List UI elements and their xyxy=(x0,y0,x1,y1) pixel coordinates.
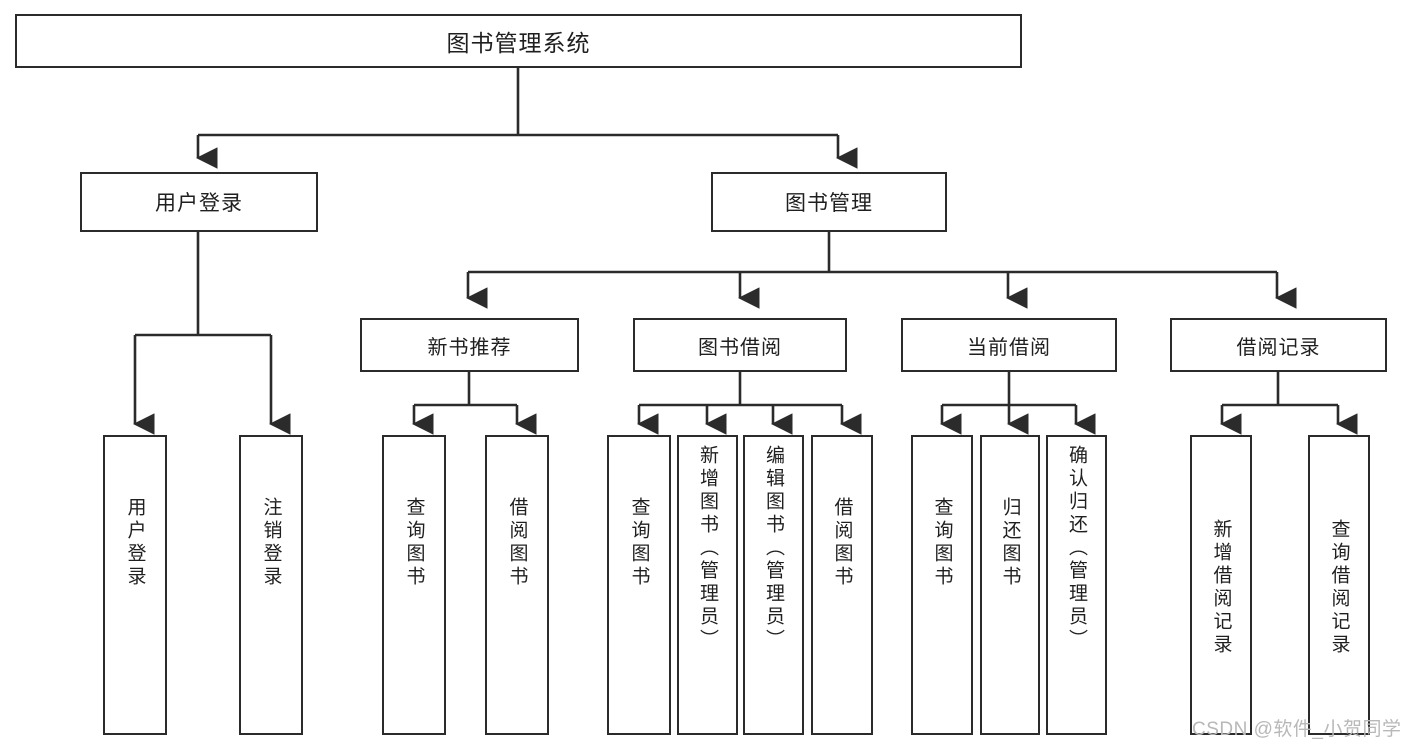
leaf-query-book-1-label: 查询图书 xyxy=(403,497,425,589)
node-borrow-record-label: 借阅记录 xyxy=(1236,336,1321,359)
leaf-user-login-label: 用户登录 xyxy=(124,497,146,589)
leaf-query-book-3-label: 查询图书 xyxy=(931,497,953,589)
leaf-user-login[interactable]: 用户登录 xyxy=(103,435,167,735)
leaf-query-book-2-label: 查询图书 xyxy=(628,497,650,589)
leaf-borrow-book-2[interactable]: 借阅图书 xyxy=(811,435,873,735)
node-book-borrow-label: 图书借阅 xyxy=(698,336,782,359)
node-root-label: 图书管理系统 xyxy=(446,30,591,56)
node-book-manage[interactable]: 图书管理 xyxy=(711,172,947,232)
node-new-book-rec[interactable]: 新书推荐 xyxy=(360,318,579,372)
leaf-return-book[interactable]: 归还图书 xyxy=(980,435,1040,735)
leaf-add-record-label: 新增借阅记录 xyxy=(1210,519,1232,657)
leaf-borrow-book-2-label: 借阅图书 xyxy=(831,497,853,589)
leaf-logout-label: 注销登录 xyxy=(260,497,282,589)
leaf-query-book-3[interactable]: 查询图书 xyxy=(911,435,973,735)
node-new-book-rec-label: 新书推荐 xyxy=(427,336,512,359)
leaf-return-book-label: 归还图书 xyxy=(999,497,1021,589)
leaf-logout[interactable]: 注销登录 xyxy=(239,435,303,735)
leaf-add-book[interactable]: 新增图书（管理员） xyxy=(677,435,738,735)
leaf-query-record[interactable]: 查询借阅记录 xyxy=(1308,435,1370,735)
node-book-manage-label: 图书管理 xyxy=(785,192,873,215)
leaf-add-book-label: 新增图书（管理员） xyxy=(697,445,718,652)
node-root[interactable]: 图书管理系统 xyxy=(15,14,1022,68)
node-current-borrow-label: 当前借阅 xyxy=(967,336,1051,359)
leaf-edit-book-label: 编辑图书（管理员） xyxy=(763,445,784,652)
node-current-borrow[interactable]: 当前借阅 xyxy=(901,318,1117,372)
leaf-query-record-label: 查询借阅记录 xyxy=(1328,519,1350,657)
leaf-confirm-return-label: 确认归还（管理员） xyxy=(1066,445,1087,652)
leaf-borrow-book-1-label: 借阅图书 xyxy=(506,497,528,589)
csdn-watermark: CSDN @软件_小贺同学 xyxy=(1192,719,1402,740)
leaf-query-book-1[interactable]: 查询图书 xyxy=(382,435,446,735)
leaf-borrow-book-1[interactable]: 借阅图书 xyxy=(485,435,549,735)
leaf-query-book-2[interactable]: 查询图书 xyxy=(607,435,671,735)
node-user-login-label: 用户登录 xyxy=(155,192,243,215)
node-book-borrow[interactable]: 图书借阅 xyxy=(633,318,847,372)
leaf-confirm-return[interactable]: 确认归还（管理员） xyxy=(1046,435,1107,735)
leaf-add-record[interactable]: 新增借阅记录 xyxy=(1190,435,1252,735)
node-borrow-record[interactable]: 借阅记录 xyxy=(1170,318,1387,372)
node-user-login[interactable]: 用户登录 xyxy=(80,172,318,232)
leaf-edit-book[interactable]: 编辑图书（管理员） xyxy=(743,435,804,735)
